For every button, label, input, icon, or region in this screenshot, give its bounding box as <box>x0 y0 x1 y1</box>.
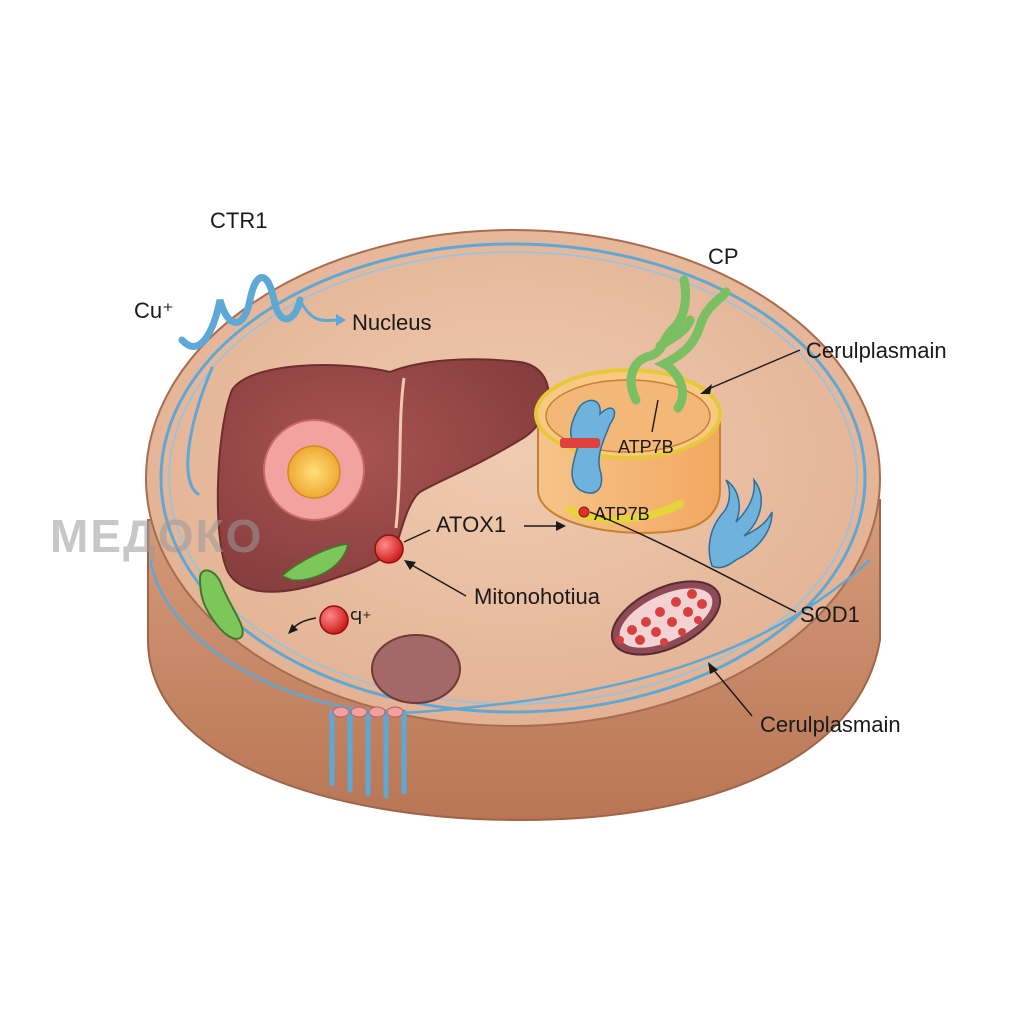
green-vesicle-under-liver <box>280 543 349 581</box>
atox1-arrowhead <box>556 521 566 531</box>
bottom-channel-caps <box>332 706 404 718</box>
label-atp7b-upper: ATP7B <box>618 437 674 457</box>
label-ion: Ϥ⁺ <box>350 608 372 628</box>
cu-ion-golgi <box>578 506 590 518</box>
ctr1-arrowhead <box>336 314 346 326</box>
label-sod1: SOD1 <box>800 602 860 627</box>
liver-organelle <box>216 358 550 593</box>
label-atp7b-lower: ATP7B <box>594 504 650 524</box>
label-cu-plus: Cu⁺ <box>134 298 174 323</box>
rim-membrane <box>148 559 871 714</box>
ctr1-to-nucleus-arrow <box>298 299 337 323</box>
cerulplasmain-top-arrow <box>705 349 801 391</box>
mitonohotiua-arrow <box>409 563 467 597</box>
cerulplasmain-bottom-arrow <box>711 667 753 717</box>
nucleus-core <box>287 445 341 499</box>
label-nucleus: Nucleus <box>352 310 431 335</box>
label-cerulplasmain-bottom: Cerulplasmain <box>760 712 901 737</box>
atox1-ion-leader <box>403 529 431 543</box>
bottom-channels <box>329 709 407 799</box>
green-vesicle-left <box>198 569 244 640</box>
label-atox1: ATOX1 <box>436 512 506 537</box>
label-cerulplasmain-top: Cerulplasmain <box>806 338 947 363</box>
cu-ion-free-arrowhead <box>288 624 298 634</box>
cu-ion-free <box>319 605 349 635</box>
atp7b-red-band <box>560 438 600 448</box>
liver-fissure <box>394 377 406 529</box>
sod1-leader <box>589 511 797 613</box>
label-ctr1: CTR1 <box>210 208 267 233</box>
plasma-membrane-inner <box>168 251 858 705</box>
atp7b-upper-leader <box>651 399 659 433</box>
cerulplasmain-top-arrowhead <box>700 384 712 394</box>
ctr1-transporter <box>178 274 304 496</box>
cu-ion-atox1 <box>374 534 404 564</box>
plasma-membrane <box>159 242 867 714</box>
sod1-protein <box>708 477 773 569</box>
cerulplasmain-bottom-arrowhead <box>708 662 718 674</box>
mitonohotiua-arrowhead <box>404 560 416 570</box>
watermark: МЕДОКО <box>50 510 263 562</box>
label-cp: CP <box>708 244 739 269</box>
ceruloplasmin-coils <box>626 275 731 413</box>
mitochondrion <box>610 580 722 656</box>
brown-vesicle <box>371 634 461 704</box>
label-mitonohotiua: Mitonohotiua <box>474 584 601 609</box>
